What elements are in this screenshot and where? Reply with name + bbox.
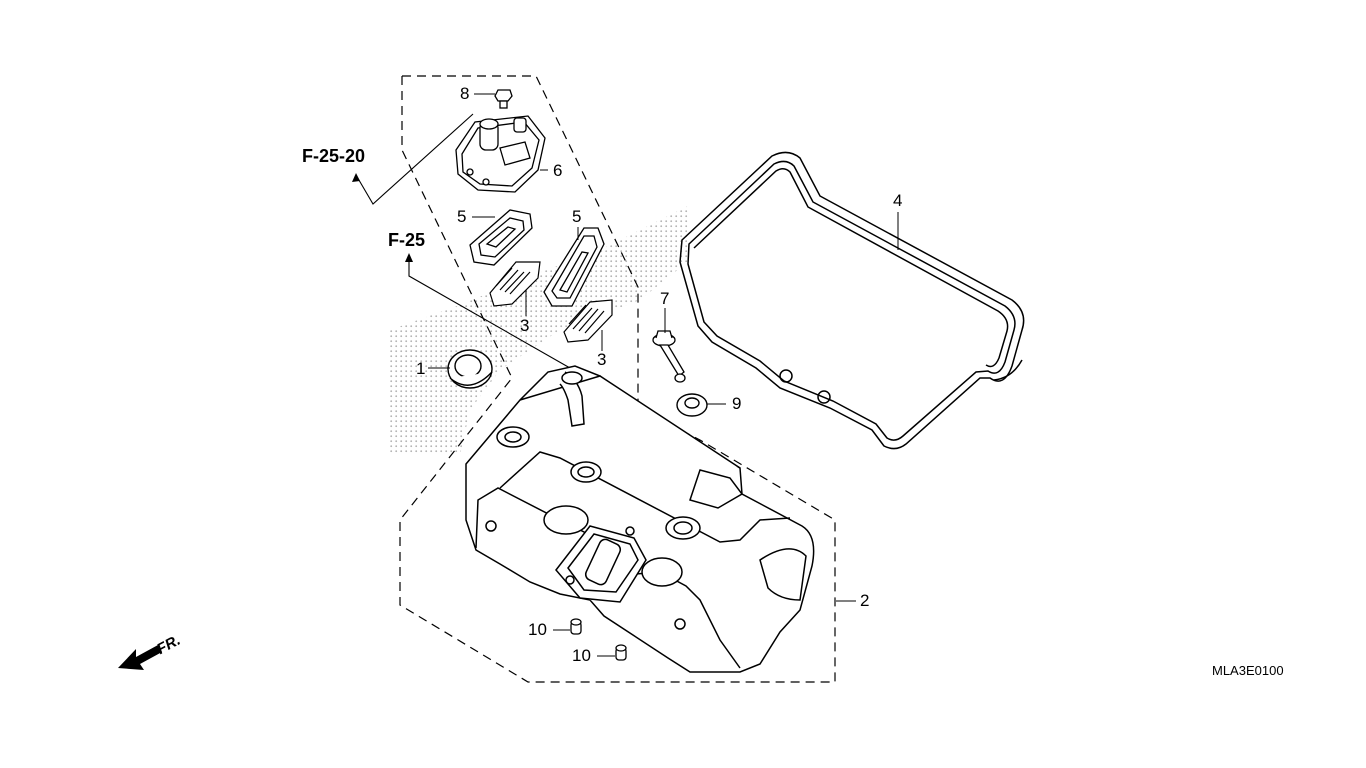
- part-9-grommet: [676, 393, 708, 417]
- callout-10-lower: 10: [572, 646, 591, 665]
- callout-7: 7: [660, 289, 670, 308]
- callout-6: 6: [553, 161, 563, 180]
- diagram-code: MLA3E0100: [1212, 663, 1284, 678]
- reference-arrowheads: [352, 173, 413, 262]
- part-4-cover-gasket: [679, 151, 1025, 450]
- callout-3-left: 3: [520, 316, 530, 335]
- callout-8: 8: [460, 84, 470, 103]
- part-5-gasket-left: [469, 209, 533, 266]
- part-5-gasket-right: [543, 227, 605, 307]
- callout-4: 4: [893, 191, 903, 210]
- callout-5-left: 5: [457, 207, 467, 226]
- part-1-seal: [447, 349, 493, 389]
- part-7-bolt: [652, 330, 686, 383]
- part-6-cap: [455, 115, 546, 193]
- part-3-plate-right: [563, 299, 613, 343]
- callout-1: 1: [416, 359, 426, 378]
- callout-3-right: 3: [597, 350, 607, 369]
- callout-leaders: [428, 93, 899, 657]
- callout-5-right: 5: [572, 207, 582, 226]
- callout-2: 2: [860, 591, 870, 610]
- callout-10-upper: 10: [528, 620, 547, 639]
- ref-f25-20: F-25-20: [302, 146, 366, 166]
- arrow-left-down-icon: [118, 645, 162, 670]
- part-10-dowel-upper: [570, 618, 582, 635]
- part-8-bolt: [494, 89, 513, 109]
- part-3-plate-left: [489, 261, 541, 307]
- part-10-dowel-lower: [615, 644, 627, 661]
- ref-f25: F-25: [388, 230, 426, 250]
- halftone-shadow: [390, 205, 690, 455]
- callout-9: 9: [732, 394, 742, 413]
- part-2-head-cover: [465, 365, 815, 673]
- reference-leaders: [355, 113, 571, 369]
